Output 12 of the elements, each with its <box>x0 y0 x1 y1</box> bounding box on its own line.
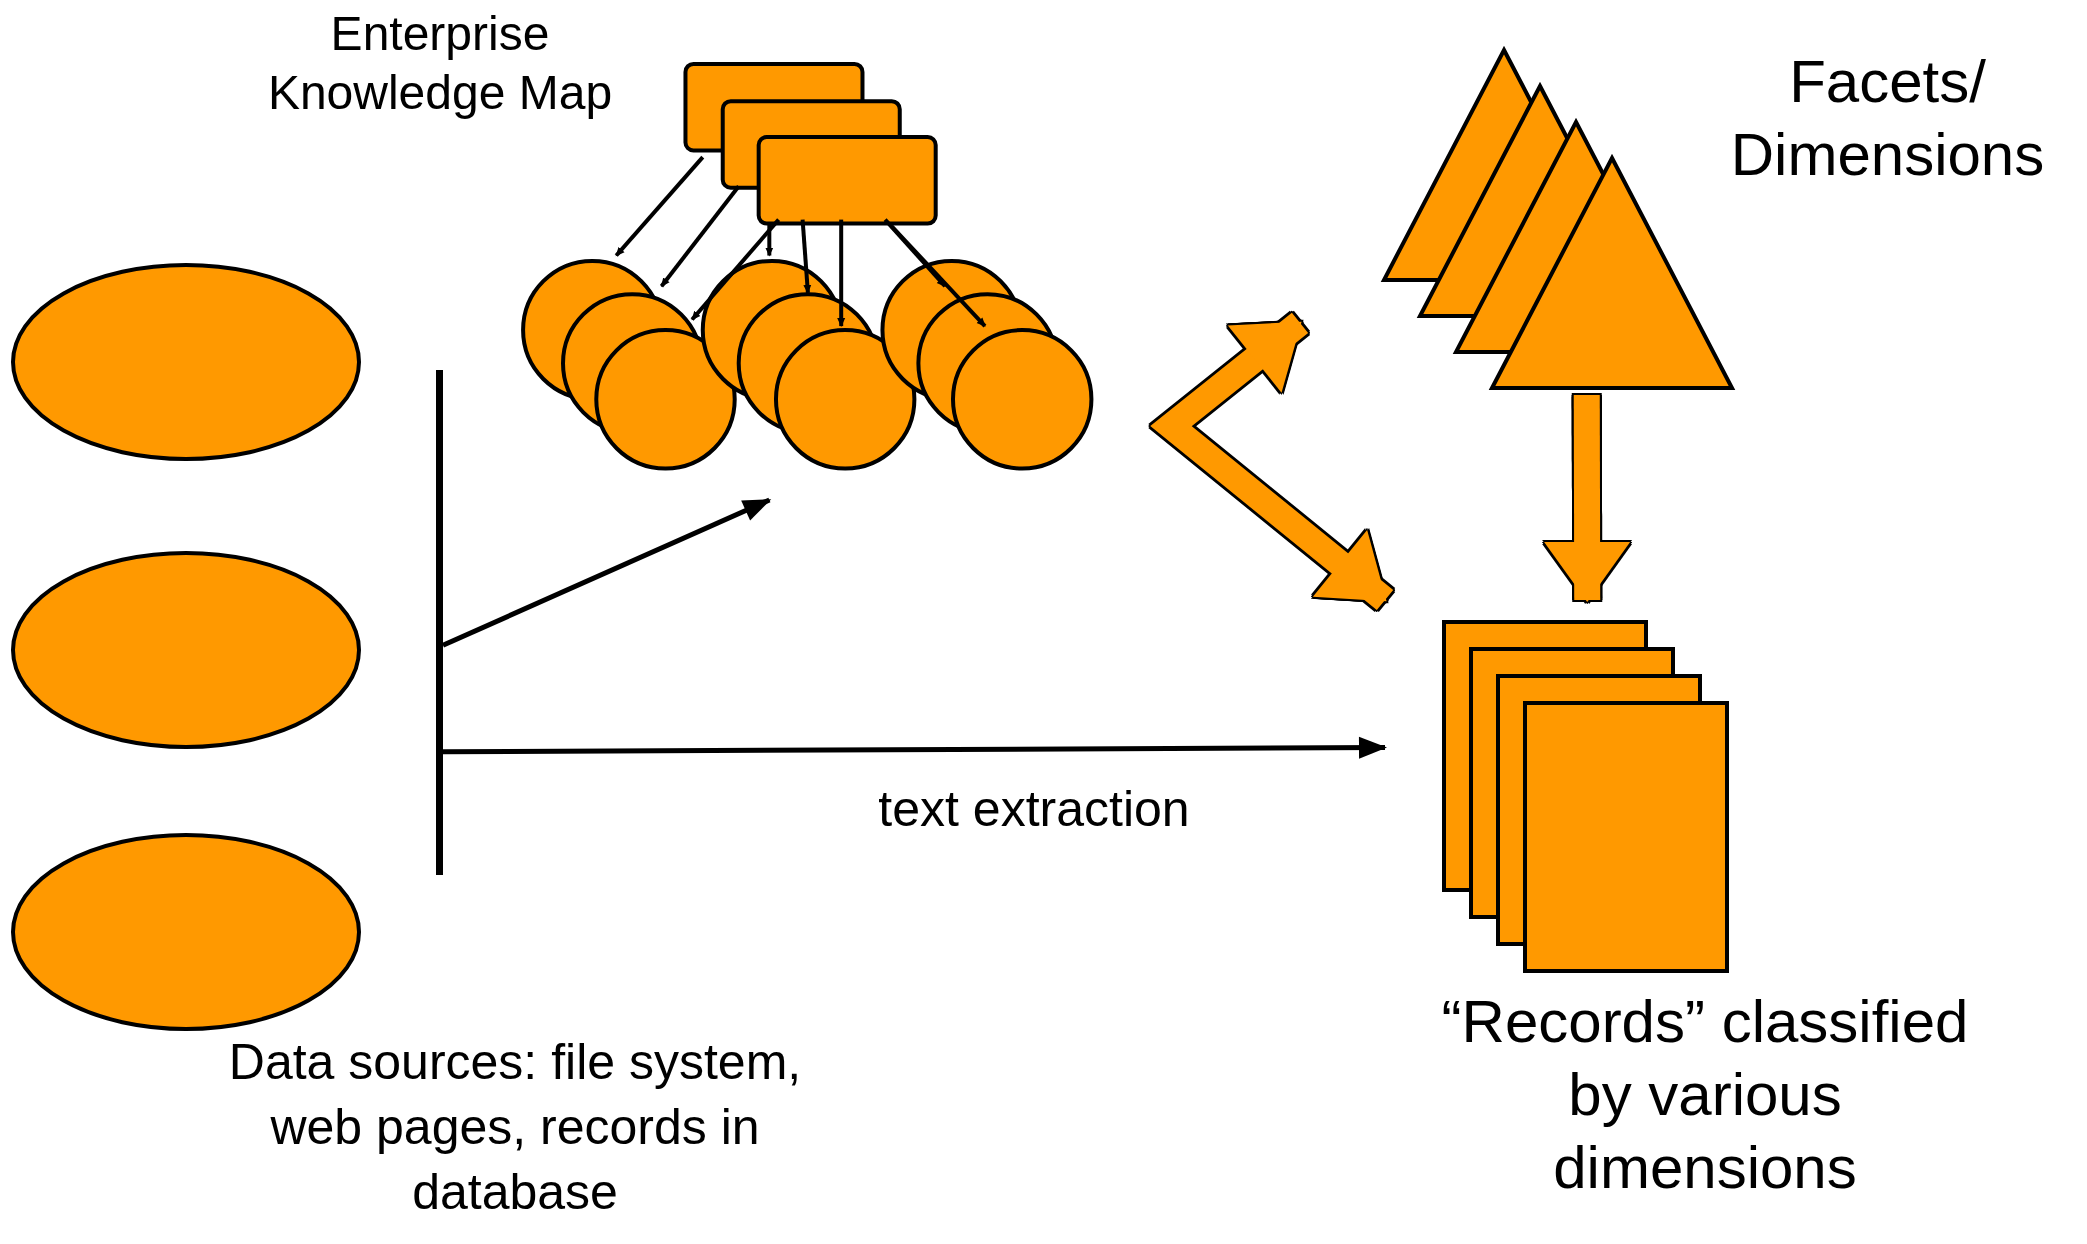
map-title: Enterprise Knowledge Map <box>266 6 614 121</box>
data-sources-caption: Data sources: file system, web pages, records in database <box>227 1033 803 1222</box>
data-source-ellipse <box>10 550 362 750</box>
vertical-bar <box>436 370 443 875</box>
block-arrow <box>1544 394 1631 602</box>
records-label: “Records” classified by various dimensions <box>1440 987 1970 1204</box>
data-source-ellipse <box>10 832 362 1032</box>
facets-label: Facets/ Dimensions <box>1729 47 2046 191</box>
arrow <box>442 497 772 648</box>
arrow <box>443 736 1387 759</box>
block-arrow <box>1150 312 1394 611</box>
data-source-ellipse <box>10 262 362 462</box>
